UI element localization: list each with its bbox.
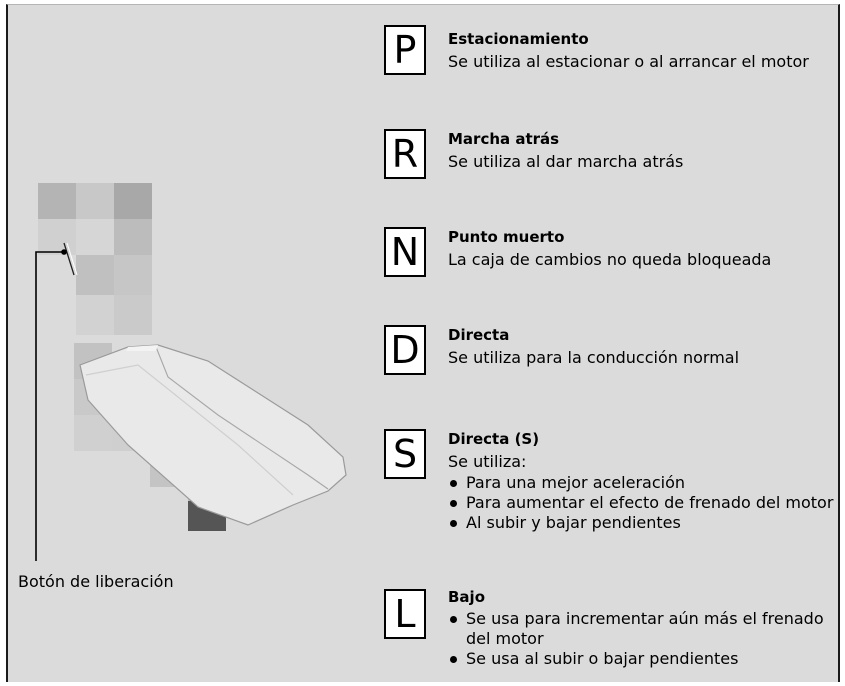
position-r-title: Marcha atrás: [448, 130, 560, 148]
shift-console: [79, 344, 347, 526]
position-r-description: Se utiliza al dar marcha atrás: [448, 152, 684, 171]
shift-lever-illustration: [35, 183, 347, 561]
position-s-badge: S: [384, 429, 426, 479]
position-l-badge: L: [384, 589, 426, 639]
release-button-callout-line: [35, 249, 67, 561]
position-r-badge: R: [384, 129, 426, 179]
position-n-badge: N: [384, 227, 426, 277]
list-item: Para aumentar el efecto de frenado del m…: [448, 493, 845, 513]
position-d-description: Se utiliza para la conducción normal: [448, 348, 740, 367]
position-n-title: Punto muerto: [448, 228, 565, 246]
position-s-title: Directa (S): [448, 430, 540, 448]
position-d-badge: D: [384, 325, 426, 375]
list-item: Se usa para incrementar aún más el frena…: [448, 609, 845, 649]
list-item: Para una mejor aceleración: [448, 473, 845, 493]
position-s-bullet-list: Para una mejor aceleración Para aumentar…: [448, 473, 845, 533]
position-p-description: Se utiliza al estacionar o al arrancar e…: [448, 52, 809, 71]
position-l-bullet-list: Se usa para incrementar aún más el frena…: [448, 609, 845, 669]
position-d-title: Directa: [448, 326, 510, 344]
position-p-badge: P: [384, 25, 426, 75]
lever-knob: [38, 183, 152, 335]
position-l-title: Bajo: [448, 588, 486, 606]
shift-guide-panel: P Estacionamiento Se utiliza al estacion…: [6, 4, 840, 682]
release-button-label: Botón de liberación: [18, 572, 174, 591]
list-item: Se usa al subir o bajar pendientes: [448, 649, 845, 669]
list-item: Al subir y bajar pendientes: [448, 513, 845, 533]
position-p-title: Estacionamiento: [448, 30, 589, 48]
position-n-description: La caja de cambios no queda bloqueada: [448, 250, 772, 269]
position-s-description: Se utiliza:: [448, 452, 527, 471]
